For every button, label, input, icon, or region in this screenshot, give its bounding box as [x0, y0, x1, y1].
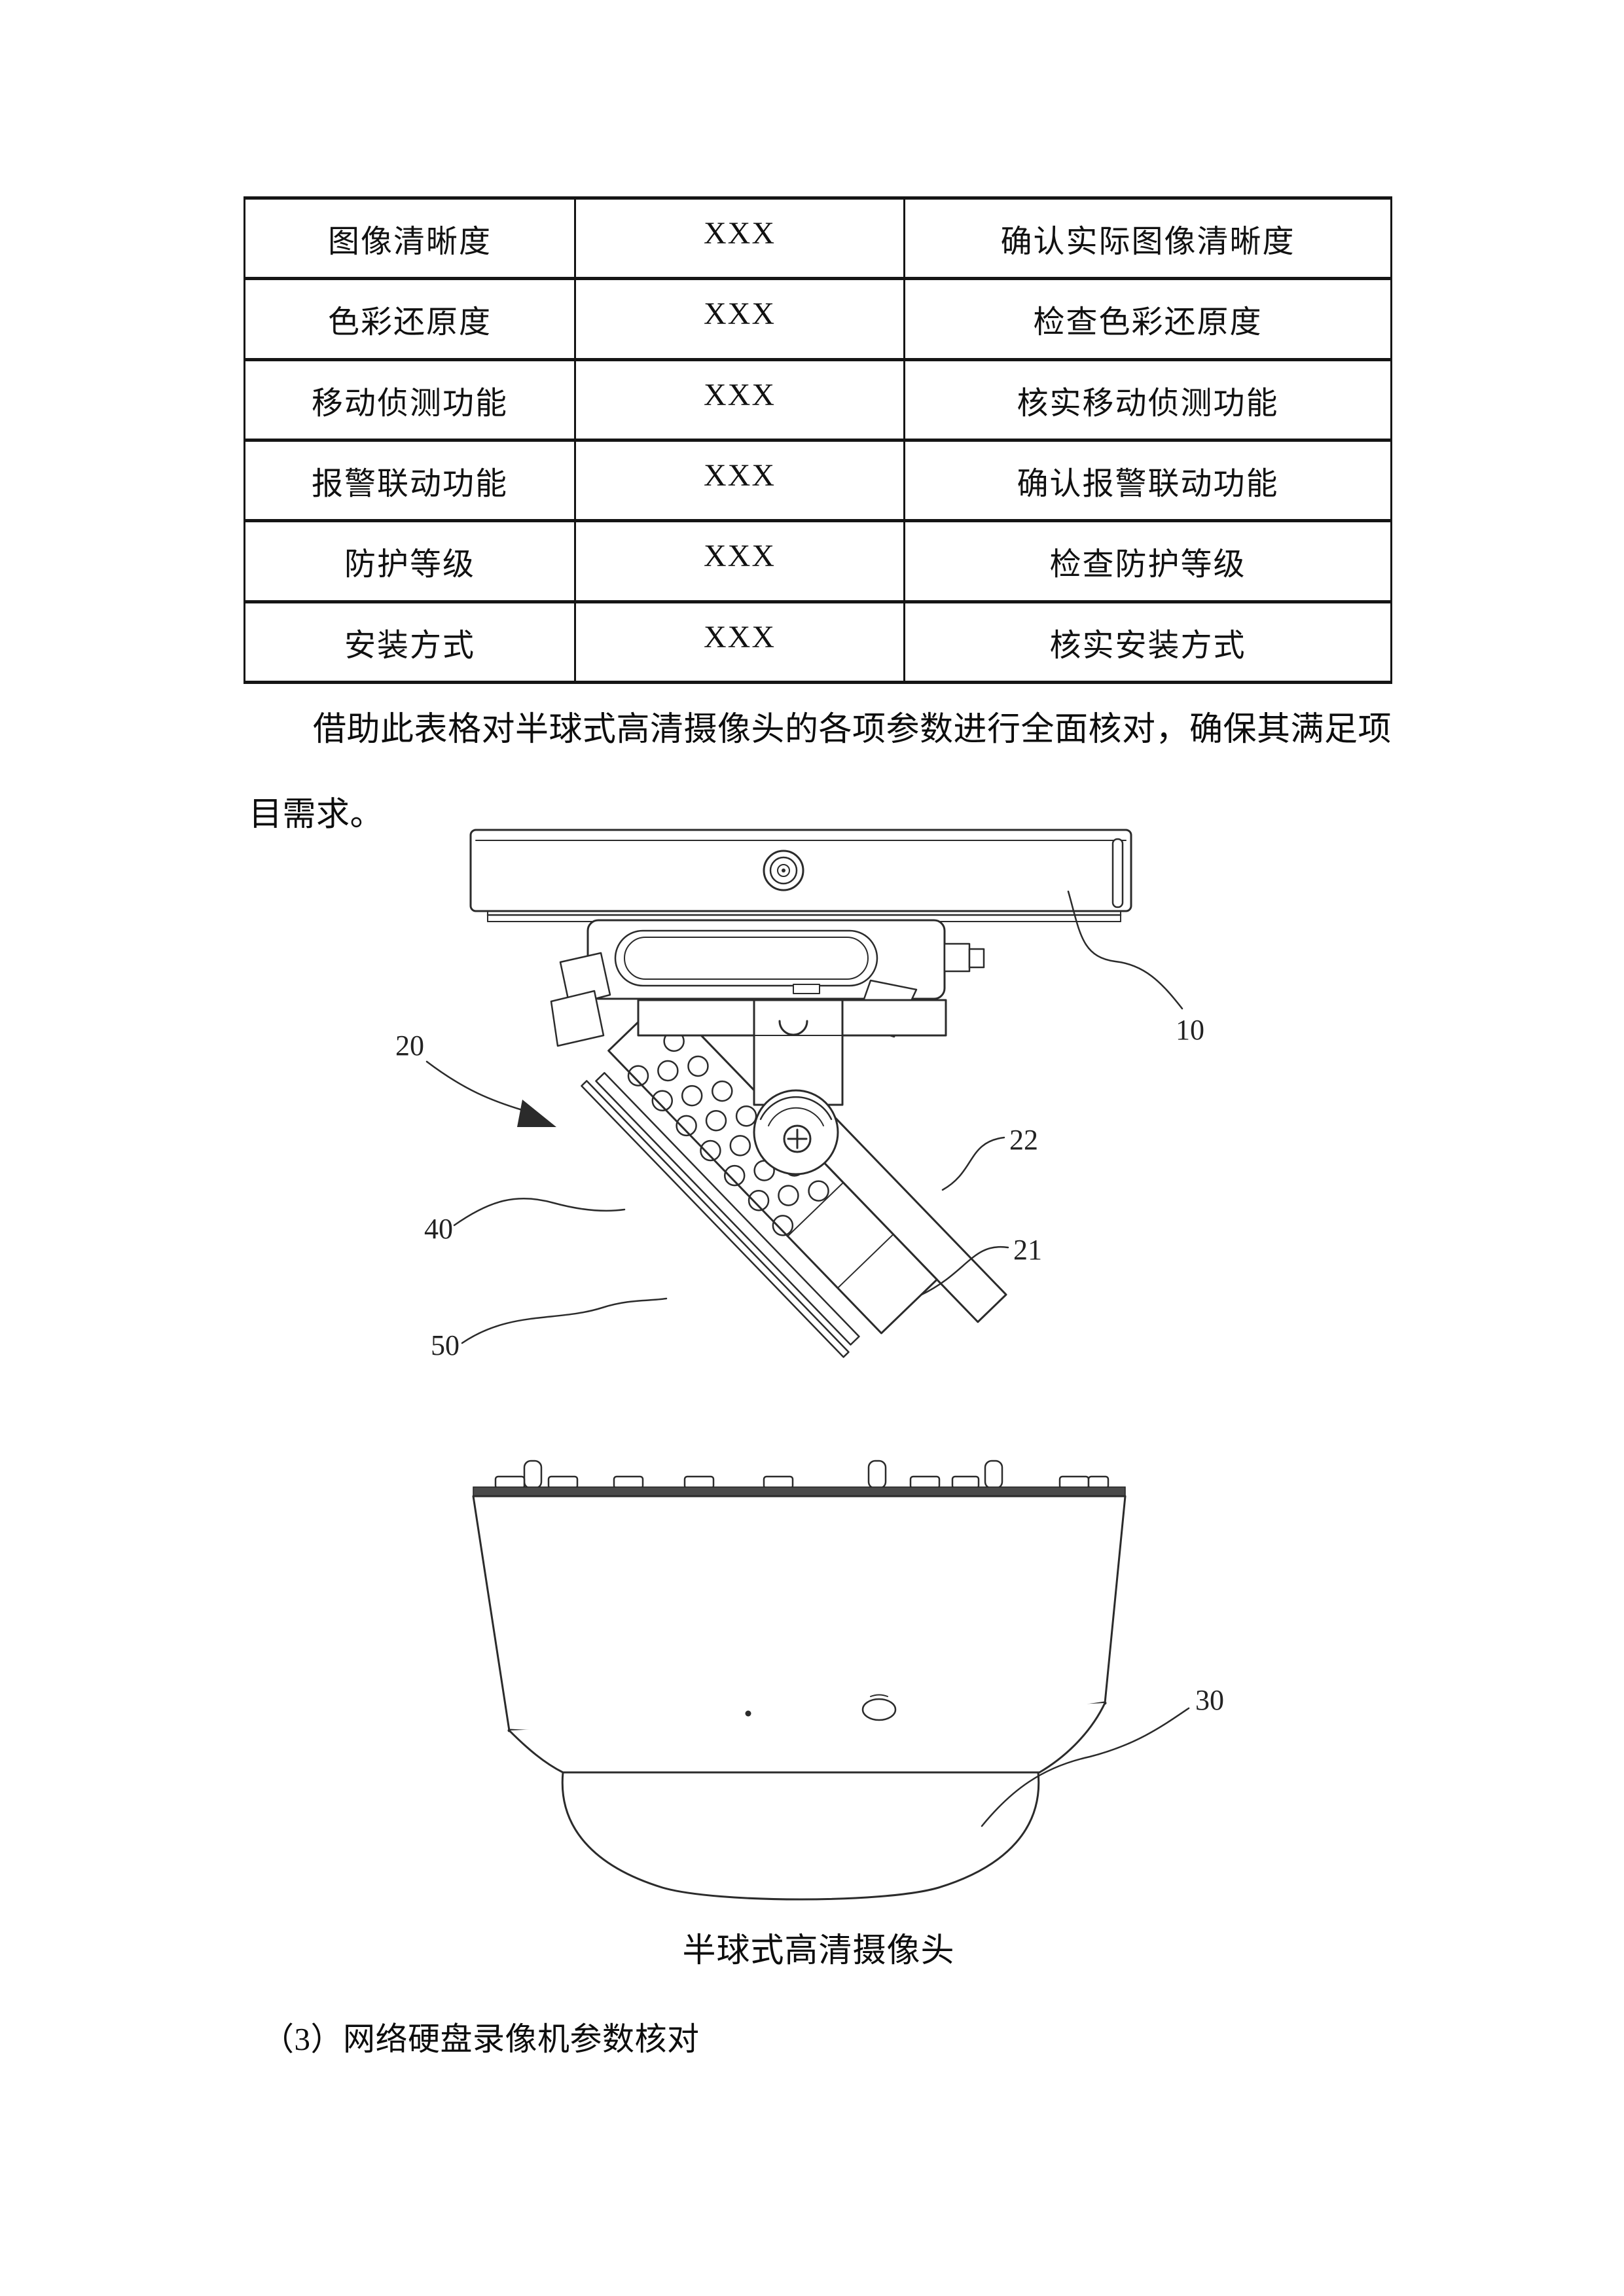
callout-10-label: 10 [1176, 1014, 1204, 1046]
bracket-connector [943, 942, 971, 973]
figure2-dome-camera: 30 [472, 1460, 1224, 1901]
camera-housing [472, 1495, 1127, 1733]
param-value-cell-text: XXX [704, 619, 776, 655]
leader-10 [1067, 890, 1183, 1010]
arrowhead-20 [517, 1100, 556, 1127]
leader-21 [920, 1246, 1009, 1296]
table-row: 安装方式 XXX 核实安装方式 [244, 600, 1392, 685]
table-row: 防护等级 XXX 检查防护等级 [244, 519, 1392, 603]
parameter-table: 图像清晰度 XXX 确认实际图像清晰度色彩还原度 XXX 检查色彩还原度移动侦测功能 XX… [244, 196, 1392, 685]
section-heading: （3）网络硬盘录像机参数核对 [262, 2021, 700, 2057]
callout-20-label: 20 [395, 1030, 424, 1062]
param-check-cell-text: 检查色彩还原度 [1033, 305, 1263, 340]
led-bezel-strip [595, 1071, 860, 1346]
param-value-cell-text: XXX [704, 216, 776, 251]
mount-rim-strip [473, 1486, 1126, 1497]
pinhole-detail [745, 1710, 751, 1717]
param-name-cell: 安装方式 [244, 600, 576, 685]
skirt-button-detail [861, 1698, 897, 1721]
callout-30-label: 30 [1195, 1684, 1224, 1716]
leader-20 [425, 1060, 524, 1111]
paragraph-line-2: 目需求。 [249, 797, 384, 833]
phillips-screw [783, 1124, 812, 1153]
param-name-cell: 移动侦测功能 [244, 357, 576, 442]
param-check-cell-text: 核实移动侦测功能 [1017, 386, 1279, 421]
figure1-mount-assembly: 10 20 22 21 40 50 [395, 829, 1204, 1361]
mount-clips [494, 1460, 1110, 1490]
param-value-cell-text: XXX [704, 377, 776, 412]
column-notch [778, 1020, 808, 1036]
param-name-cell-text: 报警联动功能 [311, 466, 508, 501]
mount-plate [469, 829, 1132, 912]
figure-caption: 半球式高清摄像头 [682, 1933, 955, 1969]
paragraph-line-1: 借助此表格对半球式高清摄像头的各项参数进行全面核对，确保其满足项 [313, 711, 1392, 748]
param-check-cell: 检查防护等级 [903, 519, 1392, 603]
param-check-cell: 检查色彩还原度 [903, 277, 1392, 361]
plate-slot [1111, 838, 1124, 908]
param-name-cell-text: 移动侦测功能 [311, 386, 508, 421]
plate-screw-grommet [763, 850, 804, 891]
param-value-cell: XXX [574, 438, 905, 523]
param-value-cell: XXX [574, 277, 905, 361]
left-latch [559, 952, 611, 1007]
param-check-cell: 确认报警联动功能 [903, 438, 1392, 523]
param-check-cell-text: 核实安装方式 [1049, 628, 1246, 663]
callout-21-label: 21 [1013, 1234, 1042, 1266]
table-row: 移动侦测功能 XXX 核实移动侦测功能 [244, 357, 1392, 442]
param-check-cell-text: 检查防护等级 [1049, 547, 1246, 583]
leader-50 [461, 1297, 668, 1344]
param-name-cell-text: 安装方式 [344, 628, 475, 663]
param-value-cell: XXX [574, 519, 905, 603]
param-check-cell: 核实移动侦测功能 [903, 357, 1392, 442]
param-check-cell: 核实安装方式 [903, 600, 1392, 685]
param-name-cell: 色彩还原度 [244, 277, 576, 361]
leader-40 [453, 1197, 626, 1227]
param-value-cell-text: XXX [704, 539, 776, 574]
callout-22-label: 22 [1009, 1124, 1038, 1156]
param-name-cell-text: 图像清晰度 [327, 224, 492, 259]
param-name-cell-text: 色彩还原度 [327, 305, 492, 340]
param-name-cell: 防护等级 [244, 519, 576, 603]
table-row: 色彩还原度 XXX 检查色彩还原度 [244, 277, 1392, 361]
callout-40-label: 40 [424, 1213, 453, 1245]
param-check-cell-text: 确认实际图像清晰度 [1000, 224, 1295, 259]
param-value-cell: XXX [574, 196, 905, 281]
leader-30 [981, 1707, 1190, 1827]
hinge-column [753, 999, 844, 1106]
param-check-cell-text: 确认报警联动功能 [1017, 466, 1279, 501]
table-row: 图像清晰度 XXX 确认实际图像清晰度 [244, 196, 1392, 281]
dome-bubble [561, 1771, 1040, 1901]
param-name-cell: 报警联动功能 [244, 438, 576, 523]
param-name-cell-text: 防护等级 [344, 547, 475, 583]
cover-glass-strip [581, 1080, 850, 1358]
leader-22 [941, 1136, 1005, 1191]
param-value-cell-text: XXX [704, 457, 776, 493]
param-value-cell: XXX [574, 600, 905, 685]
callout-50-label: 50 [431, 1329, 460, 1361]
param-name-cell: 图像清晰度 [244, 196, 576, 281]
param-value-cell: XXX [574, 357, 905, 442]
table-row: 报警联动功能 XXX 确认报警联动功能 [244, 438, 1392, 523]
param-value-cell-text: XXX [704, 296, 776, 332]
param-check-cell: 确认实际图像清晰度 [903, 196, 1392, 281]
